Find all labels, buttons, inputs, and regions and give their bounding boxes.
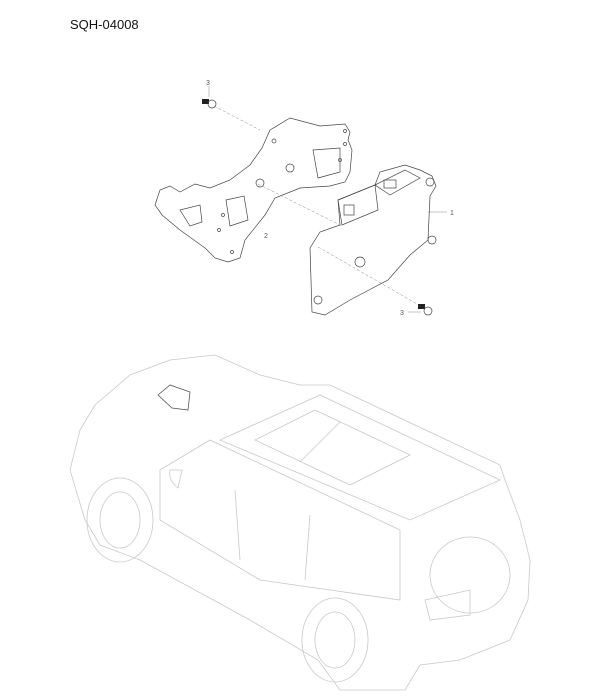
callout-lines: [208, 86, 447, 313]
bolt-icon: [202, 99, 209, 104]
bolt-icon: [418, 304, 425, 309]
bolts: [202, 99, 433, 316]
callout-3b: 3: [400, 310, 404, 317]
callout-3a: 3: [206, 80, 210, 87]
leader-lines: [213, 105, 425, 309]
bracket-part: [154, 117, 353, 263]
control-module-part: [309, 164, 437, 316]
callout-1: 1: [450, 210, 454, 217]
vehicle-outline: [69, 354, 531, 691]
callout-2: 2: [264, 233, 268, 240]
diagram-code: SQH-04008: [70, 17, 139, 32]
